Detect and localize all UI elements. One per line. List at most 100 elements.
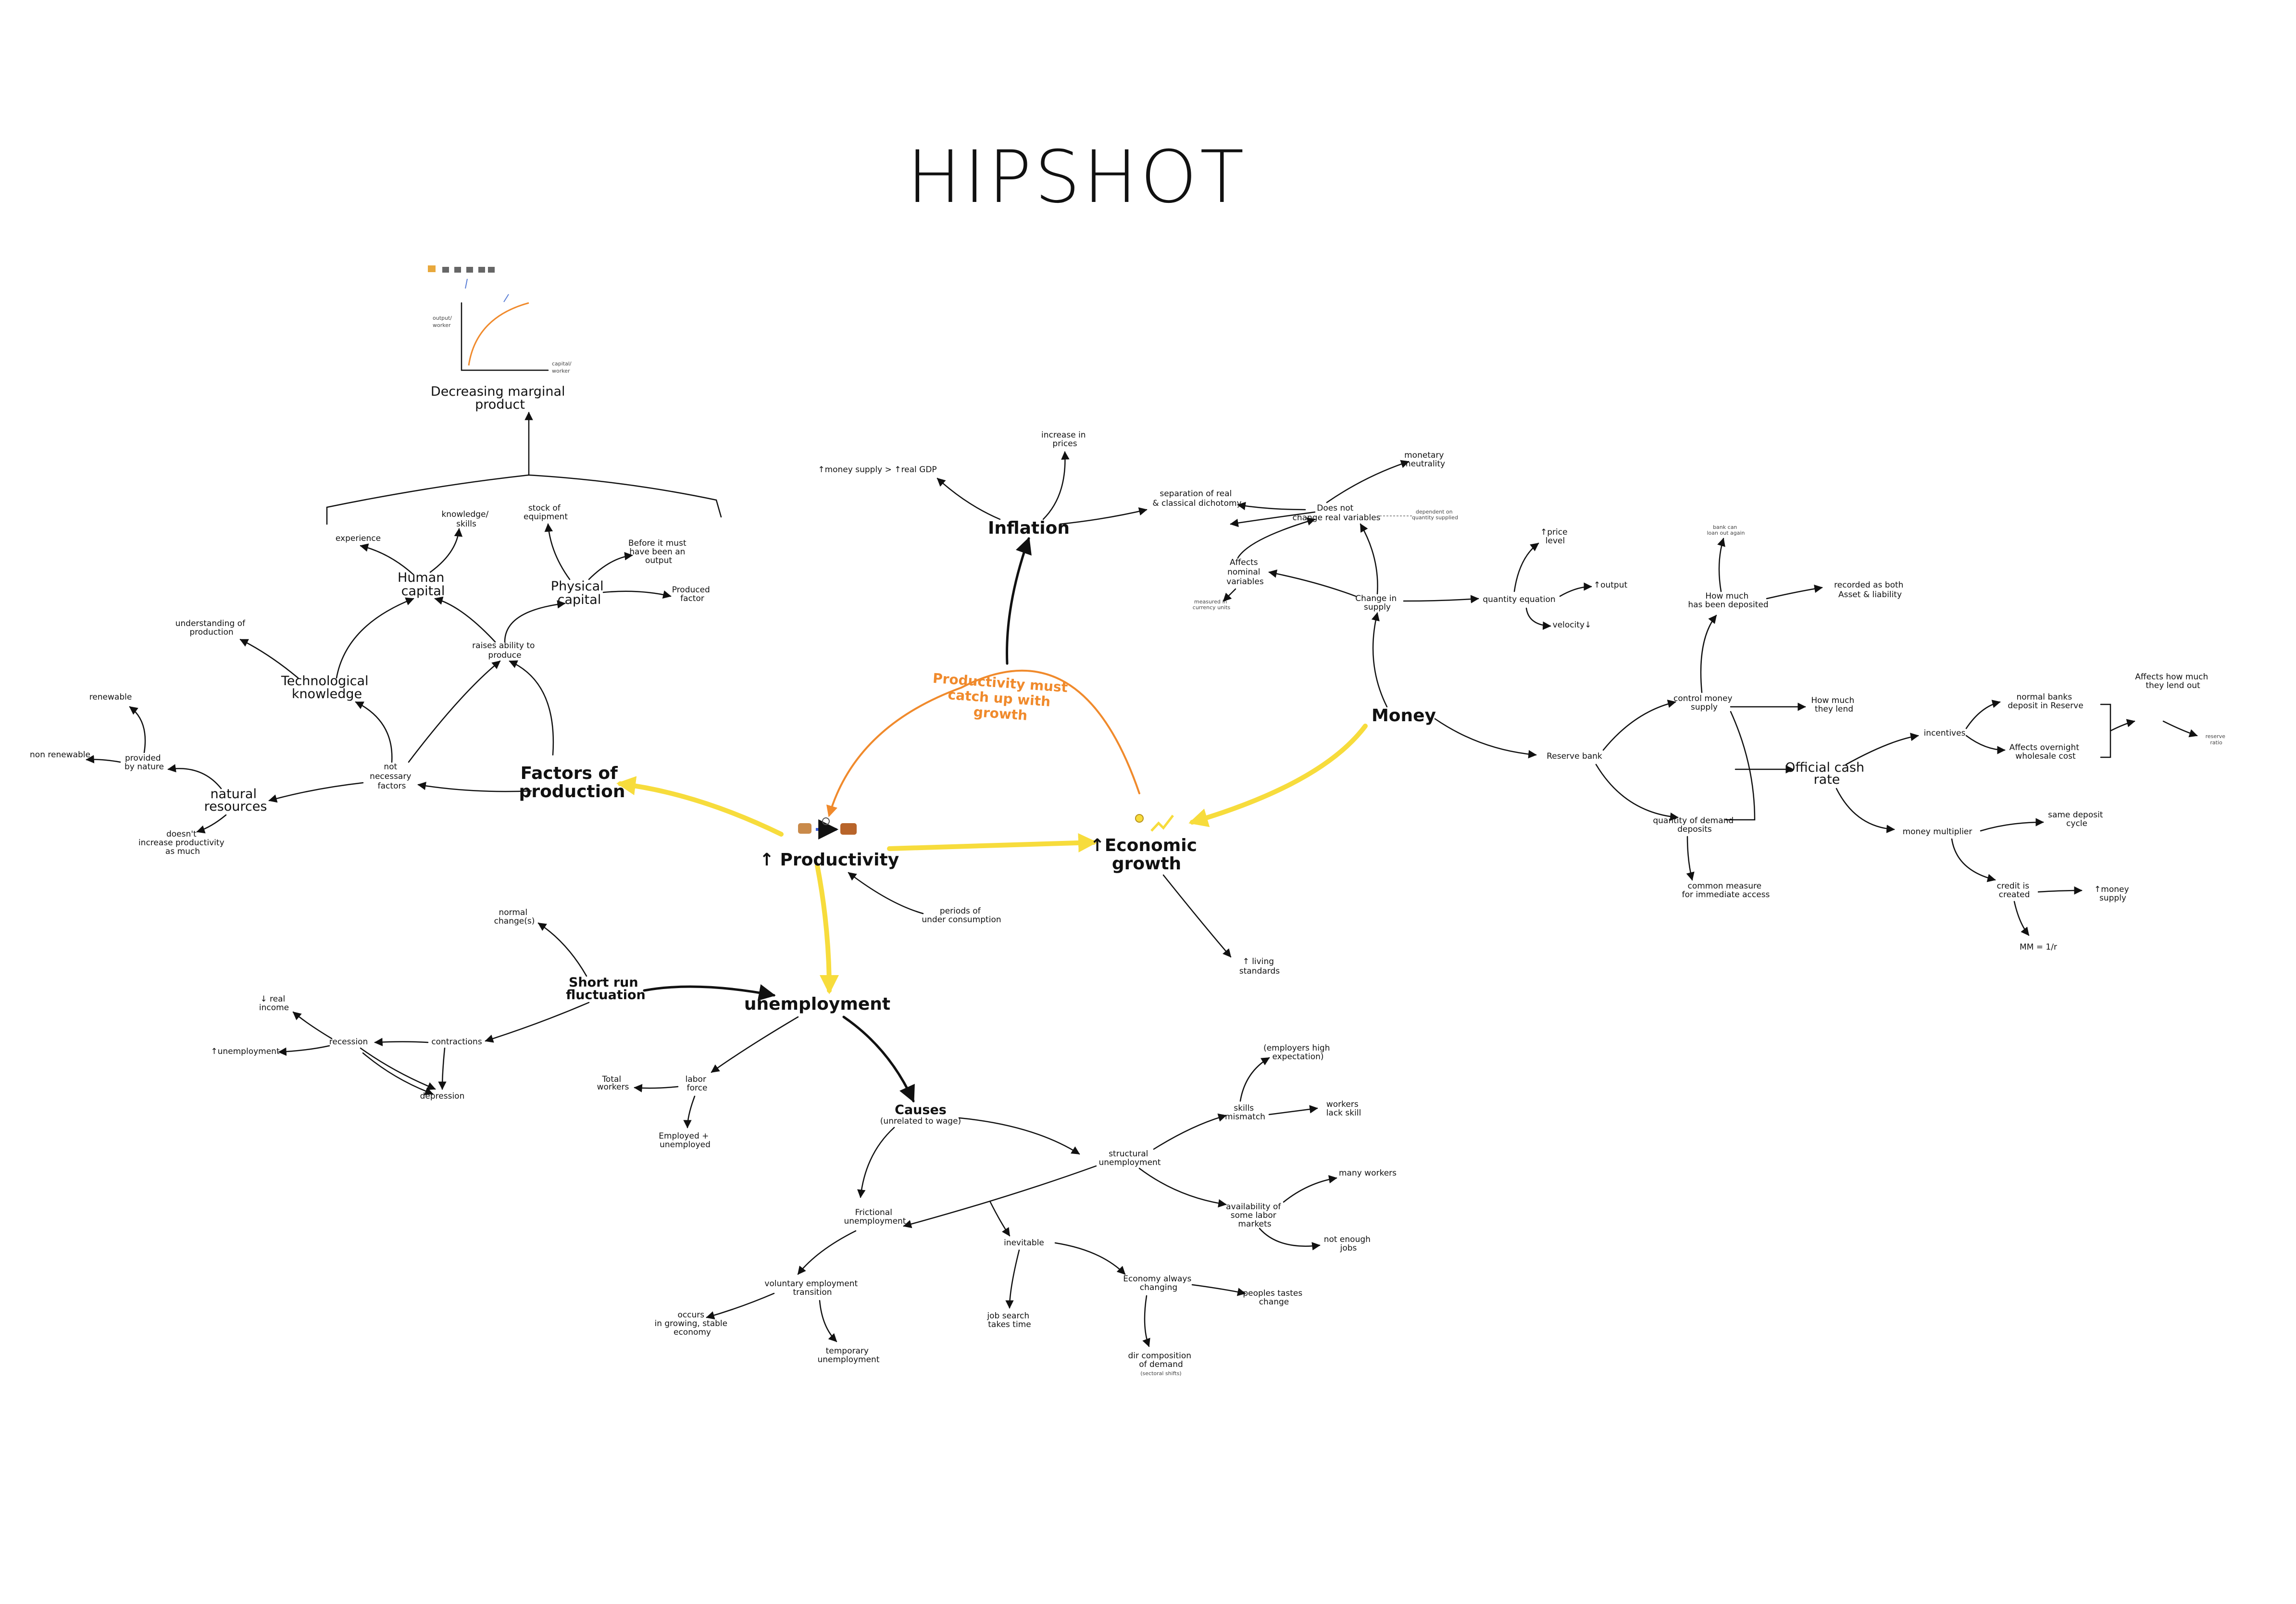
factors-branch: output/ worker capital/ worker Decreasin… [30, 265, 722, 856]
quantity-demand-deposits: quantity of demand deposits [1653, 816, 1736, 834]
stock-of-equipment: stock of equipment [524, 503, 568, 522]
temporary-unemployment: temporary unemployment [817, 1346, 879, 1365]
money-multiplier[interactable]: money multiplier [1903, 827, 1972, 837]
causes[interactable]: Causes [895, 1103, 947, 1117]
brace [326, 474, 722, 525]
output-up: ↑output [1594, 580, 1628, 590]
technological-knowledge[interactable]: Technological knowledge [281, 674, 373, 702]
same-deposit-cycle: same deposit cycle [2048, 810, 2106, 828]
output-icon [840, 823, 857, 835]
living-standards: ↑ living standards [1239, 957, 1280, 976]
affects-lend-out: Affects how much they lend out [2135, 672, 2210, 690]
asset-liability: recorded as both Asset & liability [1834, 580, 1906, 600]
dependent-qty: dependent on quantity supplied [1412, 509, 1458, 521]
arrow-catchup [826, 669, 1140, 817]
many-workers: many workers [1339, 1168, 1397, 1178]
contractions: contractions [431, 1037, 482, 1047]
total-workers: Total workers [597, 1075, 629, 1092]
structural-unemployment[interactable]: structural unemployment [1098, 1149, 1160, 1167]
composition-of-demand: dir composition of demand [1128, 1351, 1194, 1369]
real-income-down: ↓ real income [259, 994, 289, 1013]
voluntary-transition[interactable]: voluntary employment transition [764, 1279, 860, 1297]
marginal-product-chart: output/ worker capital/ worker [428, 265, 573, 374]
arrow-money-to-growth [1188, 724, 1368, 827]
human-capital[interactable]: Human capital [398, 570, 449, 599]
economy-changing: Economy always changing [1123, 1274, 1194, 1292]
unemployment-up: ↑unemployment [211, 1047, 280, 1056]
chart-x-label: capital/ worker [552, 361, 573, 374]
money-supply-up: ↑money supply [2094, 885, 2132, 903]
availability-labor-markets: availability of some labor markets [1226, 1202, 1284, 1229]
economic-growth-node[interactable]: ↑Economic growth [1090, 836, 1203, 874]
increase-in-prices: increase in prices [1041, 430, 1088, 449]
peoples-tastes: peoples tastes change [1243, 1289, 1305, 1307]
incentives: incentives [1924, 728, 1966, 738]
productivity-icons [798, 817, 857, 840]
monetary-neutrality: monetary neutrality [1404, 451, 1447, 469]
labor-force[interactable]: labor force [686, 1075, 709, 1093]
factors-of-production[interactable]: Factors of production [519, 764, 625, 802]
page-title: HIPSHOT [907, 136, 1247, 219]
unemployment-node[interactable]: unemployment [744, 994, 890, 1014]
arrow-productivity-to-unemployment [815, 863, 839, 994]
not-necessary-factors: not necessary factors [370, 762, 414, 791]
physical-capital[interactable]: Physical capital [551, 579, 608, 607]
money-node[interactable]: Money [1372, 706, 1436, 726]
occurs-growing-economy: occurs in growing, stable economy [654, 1310, 730, 1337]
not-enough-jobs: not enough jobs [1324, 1235, 1373, 1253]
uptrend-icon [1150, 815, 1174, 832]
multiplier-formula: MM = 1/r [2020, 942, 2057, 952]
price-level: ↑price level [1540, 527, 1570, 546]
non-renewable: non renewable [30, 750, 90, 760]
natural-resources[interactable]: natural resources [204, 787, 267, 814]
raises-ability: raises ability to produce [472, 641, 537, 660]
quantity-equation[interactable]: quantity equation [1483, 595, 1555, 604]
skills-mismatch: skills mismatch [1225, 1103, 1265, 1122]
how-much-lend: How much they lend [1811, 696, 1857, 714]
depression: depression [420, 1091, 465, 1101]
renewable: renewable [89, 692, 132, 702]
overnight-cost: Affects overnight wholesale cost [2009, 743, 2082, 761]
affects-nominal: Affects nominal variables [1226, 558, 1264, 587]
inflation-node[interactable]: Inflation [988, 518, 1070, 538]
growth-icon [1135, 814, 1174, 832]
decreasing-marginal-product: Decreasing marginal product [431, 384, 569, 412]
worker-icon [798, 823, 811, 834]
idea-icon [822, 817, 830, 825]
common-measure: common measure for immediate access [1682, 881, 1770, 900]
sectoral-shifts: (sectoral shifts) [1140, 1370, 1181, 1377]
arrow-productivity-to-growth [887, 833, 1098, 852]
periods-underconsumption: periods of under consumption [922, 906, 1001, 925]
employers-expectation: (employers high expectation) [1263, 1043, 1333, 1062]
unemployment-branch: unemployment Short run fluctuation norma… [211, 908, 1397, 1377]
workers-lack-skill: workers lack skill [1326, 1100, 1361, 1118]
inflation-branch: Inflation ↑money supply > ↑real GDP incr… [818, 430, 1148, 665]
how-much-deposited: How much has been deposited [1688, 591, 1768, 610]
reserve-bank-node[interactable]: Reserve bank [1547, 752, 1602, 761]
money-branch: separation of real & classical dichotomy… [1152, 451, 1628, 759]
provided-by-nature: provided by nature [125, 753, 164, 772]
catchup-label: Productivity must catch up with growth [930, 670, 1073, 727]
bank-can-loan: bank can loan out again [1707, 524, 1745, 536]
official-cash-rate[interactable]: Official cash rate [1785, 760, 1869, 787]
control-money-supply[interactable]: control money supply [1673, 694, 1735, 712]
understanding-production: understanding of production [175, 619, 248, 637]
before-output: Before it must have been an output [628, 539, 689, 565]
separation-dichotomy: separation of real & classical dichotomy [1152, 489, 1241, 508]
central-connectors [616, 669, 1368, 994]
change-in-supply[interactable]: Change in supply [1355, 594, 1399, 612]
frictional-unemployment[interactable]: Frictional unemployment [844, 1208, 906, 1226]
normal-banks-deposit: normal banks deposit in Reserve [2008, 692, 2083, 711]
output-curve [468, 302, 529, 366]
growth-extras: ↑ living standards periods of under cons… [848, 872, 1280, 976]
normal-changes: normal change(s) [494, 908, 535, 926]
productivity-node[interactable]: ↑ Productivity [760, 850, 899, 870]
short-run-fluctuation[interactable]: Short run fluctuation [566, 975, 646, 1002]
credit-created: credit is created [1997, 881, 2032, 900]
doesnt-increase: doesn't increase productivity as much [138, 829, 227, 856]
inevitable: inevitable [1004, 1238, 1044, 1248]
velocity-down: velocity↓ [1553, 620, 1592, 630]
coin-icon [1135, 814, 1144, 823]
knowledge-skills: knowledge/ skills [441, 510, 491, 529]
